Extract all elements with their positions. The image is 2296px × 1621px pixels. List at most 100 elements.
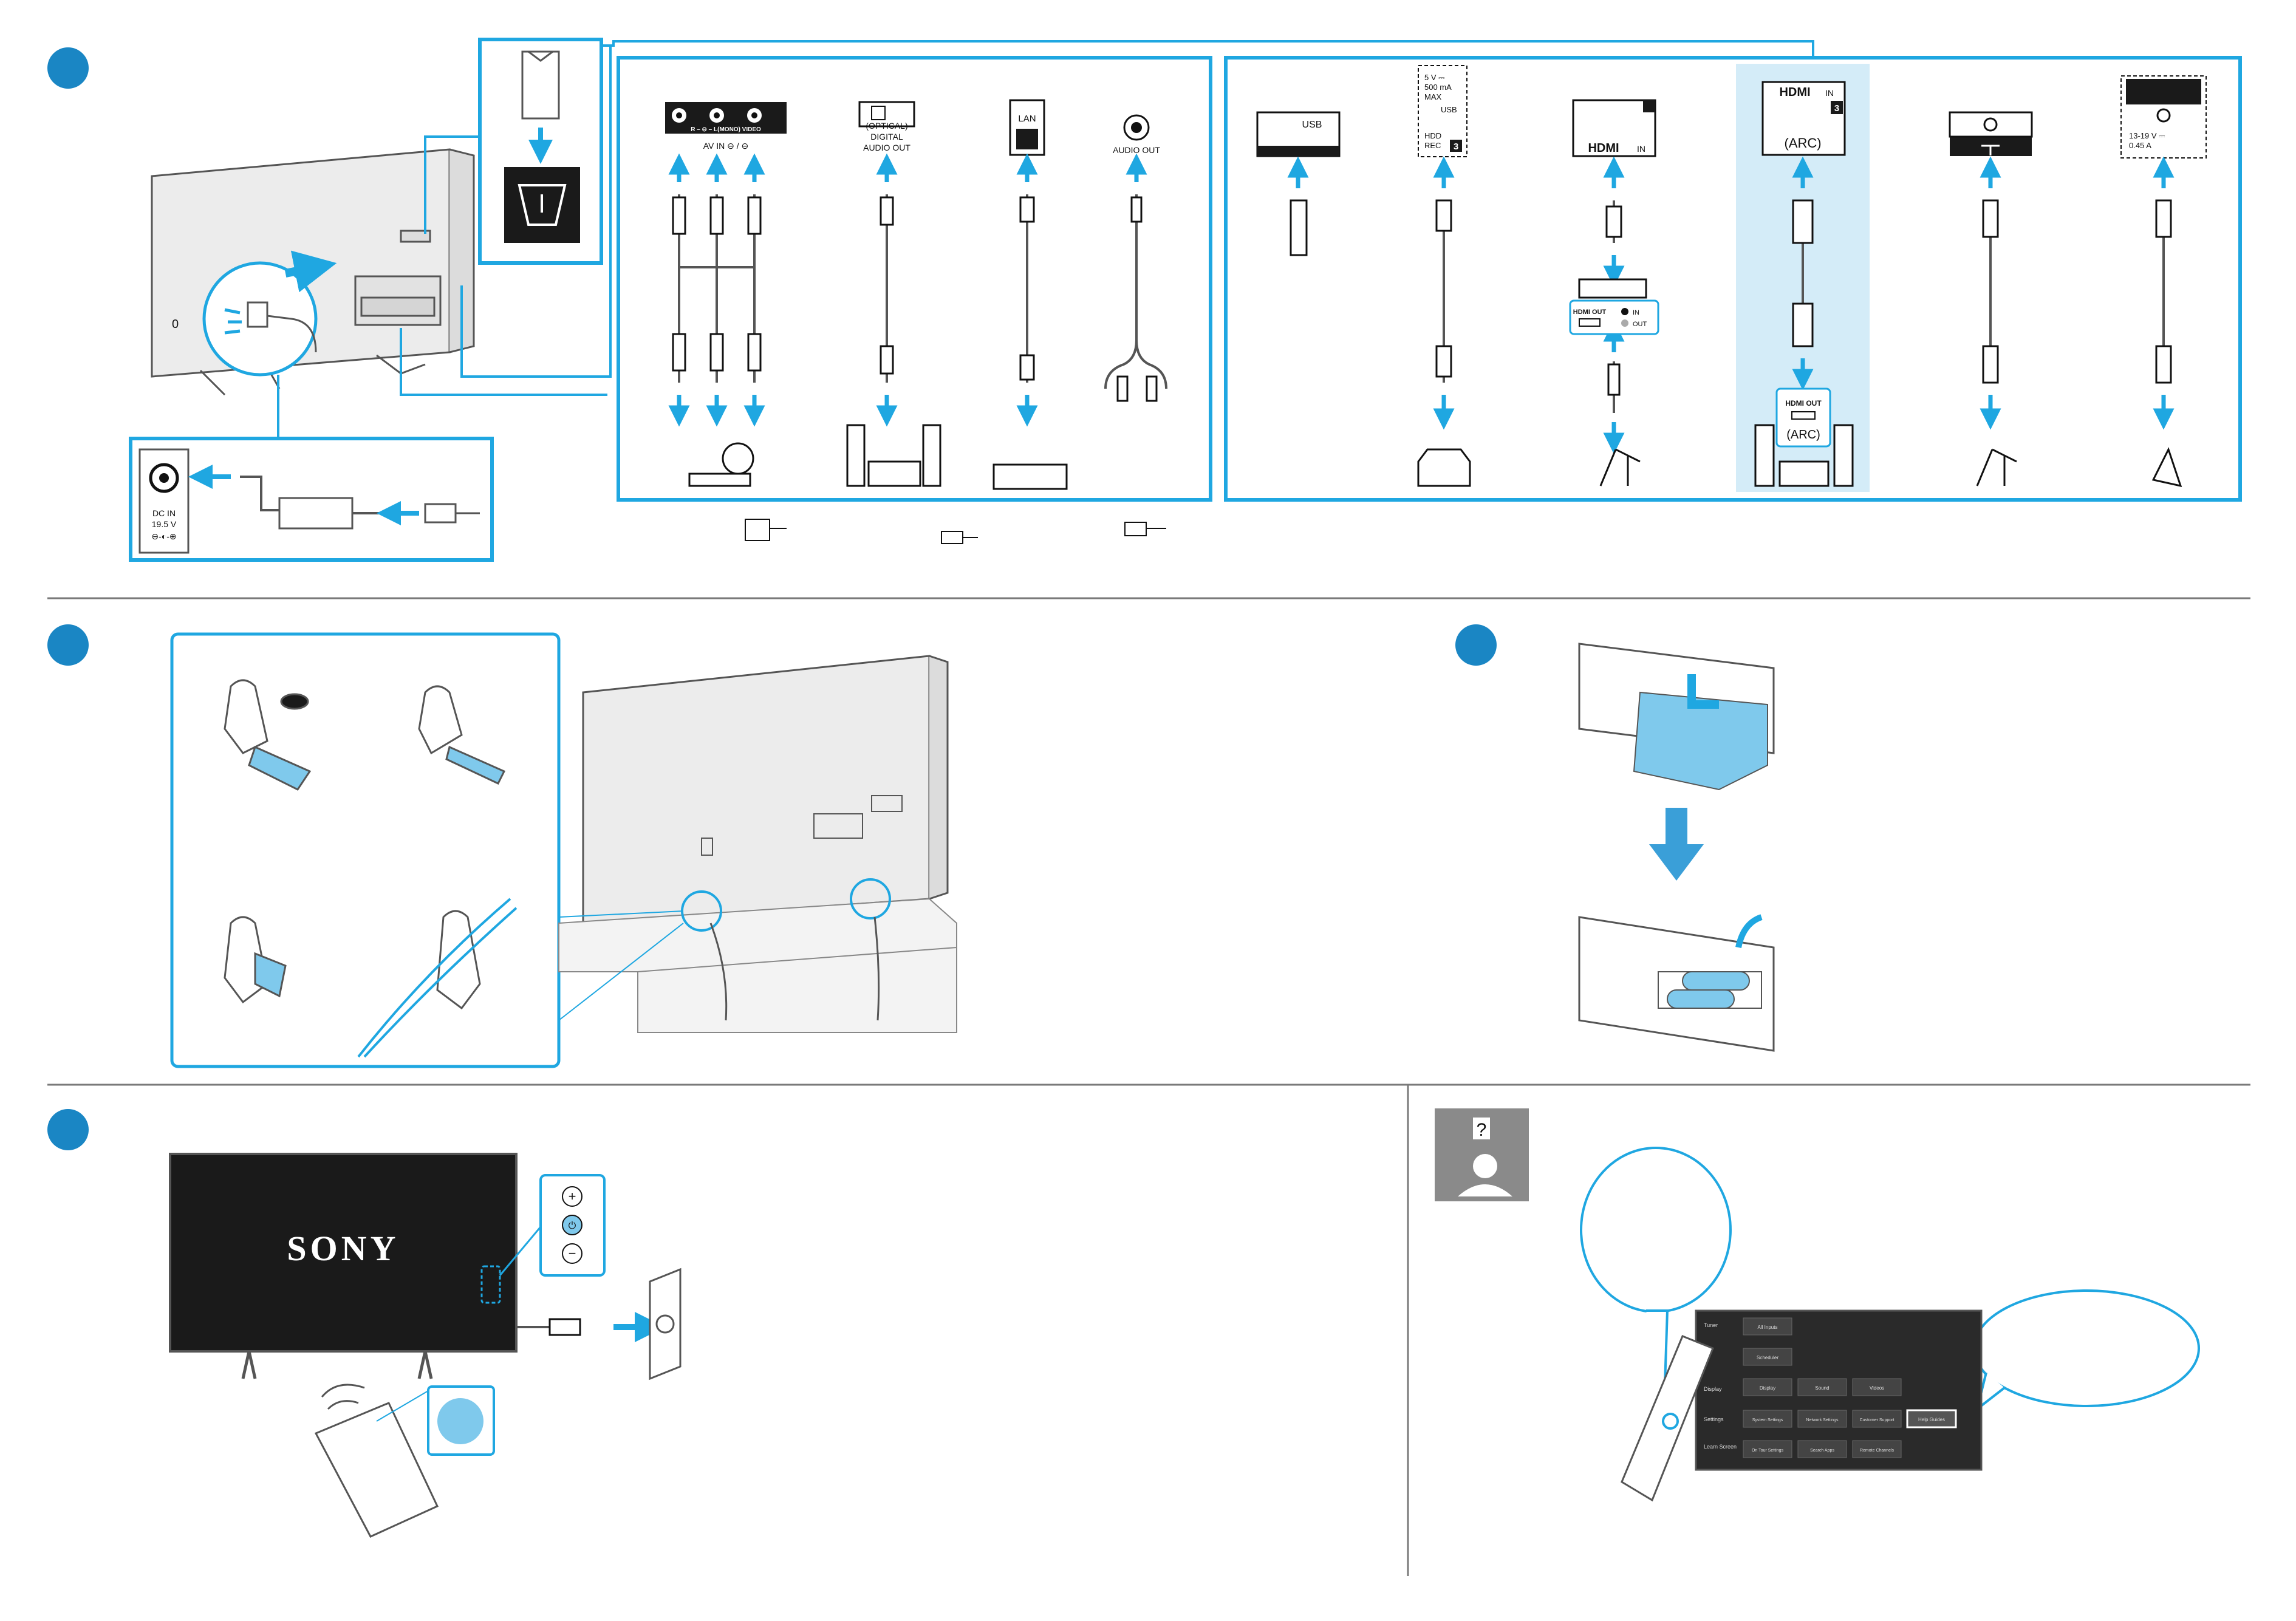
audio-out-label: AUDIO OUT xyxy=(1113,145,1160,155)
menu-row-settings: Settings xyxy=(1704,1416,1724,1422)
help-menu-rows: Tuner Display Settings Learn Screen xyxy=(1704,1322,1737,1450)
help-menu-screen: Tuner Display Settings Learn Screen All … xyxy=(1695,1309,1983,1471)
set-top-box: HDMI OUT IN OUT xyxy=(1569,278,1659,335)
soundbar-hdmi-out: HDMI OUT (ARC) xyxy=(1754,387,1854,487)
right-panel-plugs xyxy=(1290,199,2172,396)
power-callout: DC IN 19.5 V ⊖-◐-⊕ xyxy=(129,437,494,562)
hdmi-arc-suffix: IN xyxy=(1825,88,1834,98)
stb-out: OUT xyxy=(1633,321,1647,328)
hdmi-in-suffix: IN xyxy=(1637,144,1645,154)
usb2-line3: MAX xyxy=(1424,92,1442,101)
usb-port-2: 5 V ⎓ 500 mA MAX USB HDD REC 3 xyxy=(1418,65,1467,157)
dc-in-label: DC IN xyxy=(152,508,176,518)
optical-label-2: DIGITAL xyxy=(870,132,903,142)
tv-button-panel: + ⏻ − xyxy=(539,1174,606,1277)
optical-label-3: AUDIO OUT xyxy=(863,143,911,152)
satellite-voltage: 13-19 V ⎓ xyxy=(2129,131,2165,140)
usb2-line4: USB xyxy=(1441,105,1457,114)
satellite-current: 0.45 A xyxy=(2129,141,2151,150)
audio-video-ports-panel: R – ⊖ – L(MONO) VIDEO AV IN ⊖ / ⊖ (OPTIC… xyxy=(617,56,1212,502)
remote-power-illustration xyxy=(314,1384,495,1538)
satellite-port: 13-19 V ⎓ 0.45 A xyxy=(2120,75,2207,159)
step-4-dot xyxy=(47,1109,89,1150)
av-in-port: R – ⊖ – L(MONO) VIDEO AV IN ⊖ / ⊖ xyxy=(665,102,787,151)
hdmi-arc-number: 3 xyxy=(1834,103,1839,114)
svg-text:⏻: ⏻ xyxy=(569,1221,576,1231)
optical-label-1: (OPTICAL) xyxy=(866,121,907,131)
lan-label: LAN xyxy=(1018,114,1036,124)
dc-in-voltage: 19.5 V xyxy=(152,519,177,529)
connector-type-icons xyxy=(745,519,1166,544)
dc-in-polarity: ⊖-◐-⊕ xyxy=(151,531,176,541)
usb-port-1: USB xyxy=(1256,111,1341,157)
menu-btn-support: Customer Support xyxy=(1860,1418,1895,1422)
svg-text:+: + xyxy=(569,1189,576,1204)
menu-btn-help: Help Guides xyxy=(1918,1417,1945,1422)
menu-btn-remote: Remote Channels xyxy=(1860,1449,1895,1453)
usb2-line5: HDD xyxy=(1424,131,1441,140)
usb1-label: USB xyxy=(1302,120,1322,130)
hdmi-usb-antenna-ports-panel: USB 5 V ⎓ 500 mA MAX USB HDD REC 3 HDMI … xyxy=(1224,56,2242,502)
remote-battery-illustration xyxy=(1578,643,1775,1052)
menu-btn-tour: On Tour Settings xyxy=(1752,1449,1784,1453)
power-button-icon xyxy=(562,1215,583,1235)
hdmi-arc-brand: HDMI xyxy=(1779,86,1810,99)
soundbar-arc-label: (ARC) xyxy=(1786,428,1820,442)
usb2-line6: REC xyxy=(1424,141,1441,150)
menu-btn-search: Search Apps xyxy=(1810,1449,1834,1453)
hdmi-in-port: HDMI IN xyxy=(1572,99,1656,157)
audio-out-port: AUDIO OUT xyxy=(1113,114,1160,155)
step-3-dot xyxy=(1455,624,1497,666)
section-dividers xyxy=(47,597,2250,1576)
menu-btn-network: Network Settings xyxy=(1806,1418,1839,1422)
optical-port: (OPTICAL) DIGITAL AUDIO OUT xyxy=(858,101,915,152)
left-panel-plugs xyxy=(672,196,1158,402)
menu-btn-all-inputs: All Inputs xyxy=(1758,1325,1778,1330)
right-panel-arrows xyxy=(1287,156,2175,454)
av-in-top-label: R – ⊖ – L(MONO) VIDEO xyxy=(691,126,761,133)
hdmi-in-brand: HDMI xyxy=(1588,142,1619,155)
help-question-mark: ? xyxy=(1477,1120,1487,1140)
dc-in-zoom xyxy=(202,250,337,377)
left-panel-devices xyxy=(688,424,1068,490)
step-2-dot xyxy=(47,624,89,666)
menu-btn-system: System Settings xyxy=(1752,1418,1783,1422)
antenna-port xyxy=(1949,111,2033,156)
menu-btn-sound: Sound xyxy=(1815,1385,1829,1391)
menu-row-tuner: Tuner xyxy=(1704,1322,1718,1328)
tv-brand-logo: SONY xyxy=(287,1229,399,1268)
tv-front: SONY xyxy=(169,1153,542,1379)
help-remote xyxy=(1621,1335,1714,1502)
soundbar-hdmi-out-label: HDMI OUT xyxy=(1785,399,1822,408)
cable-clip-callout xyxy=(170,632,561,1068)
card-slot-callout xyxy=(478,38,603,265)
hdmi-arc-label: (ARC) xyxy=(1784,135,1821,151)
menu-btn-display: Display xyxy=(1760,1385,1775,1391)
menu-btn-scheduler: Scheduler xyxy=(1757,1355,1778,1360)
help-menu-button-labels: All Inputs Scheduler Display Sound Video… xyxy=(1752,1325,1945,1453)
volume-down-icon xyxy=(562,1243,583,1264)
help-speech-bubbles xyxy=(1580,1147,2200,1413)
svg-text:−: − xyxy=(569,1246,576,1261)
lan-port: LAN xyxy=(1009,99,1045,156)
help-menu-buttons xyxy=(1743,1317,1957,1458)
av-in-bottom-label: AV IN ⊖ / ⊖ xyxy=(703,141,749,151)
svg-text:0: 0 xyxy=(172,318,179,331)
menu-btn-videos: Videos xyxy=(1870,1385,1884,1391)
help-section-icon: ? xyxy=(1435,1108,1529,1201)
hdmi-arc-port: HDMI IN 3 (ARC) xyxy=(1761,81,1846,156)
left-panel-arrows xyxy=(668,153,1147,427)
step-1-dot xyxy=(47,47,89,89)
stb-in: IN xyxy=(1633,309,1639,316)
menu-row-learn: Learn Screen xyxy=(1704,1444,1737,1450)
tv-on-stand xyxy=(558,655,957,1033)
usb2-line2: 500 mA xyxy=(1424,83,1452,92)
stb-hdmi-out: HDMI OUT xyxy=(1573,309,1607,316)
power-plug-into-outlet xyxy=(516,1268,682,1380)
usb2-number: 3 xyxy=(1454,142,1458,152)
usb2-line1: 5 V ⎓ xyxy=(1424,73,1445,82)
step-markers xyxy=(47,47,1497,1150)
menu-row-display: Display xyxy=(1704,1386,1722,1392)
volume-up-icon xyxy=(562,1186,583,1207)
